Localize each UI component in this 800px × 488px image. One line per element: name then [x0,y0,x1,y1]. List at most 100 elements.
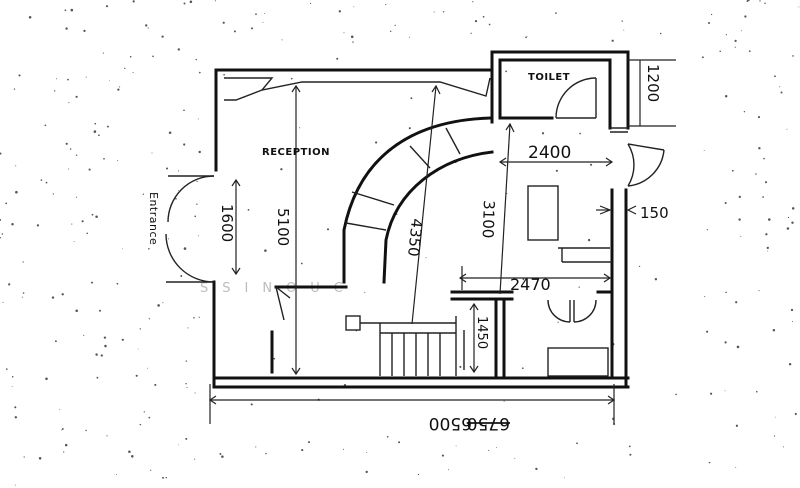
speck [300,262,303,265]
speck [748,50,751,52]
speck [472,1,474,3]
speck [75,95,78,98]
speck [629,453,632,456]
speck [128,450,131,453]
speck [773,435,776,437]
speck [791,207,795,210]
dim-3100: 3100 [479,200,498,239]
speck [790,308,794,312]
speck [223,73,225,76]
speck [68,102,70,104]
speck [117,160,119,162]
speck [442,11,445,13]
speck [186,386,188,388]
soffit-line [224,77,491,97]
speck [764,181,768,184]
speck [148,416,151,419]
speck [197,118,199,120]
speck [63,451,65,453]
speck [755,173,757,175]
speck [189,0,193,4]
speck [83,334,85,336]
speck [70,8,74,12]
speck [470,32,472,34]
speck [352,41,354,43]
speck [564,477,565,479]
speck [185,360,187,362]
speck [81,220,84,223]
speck [15,190,18,194]
speck [132,0,135,3]
speck [299,127,301,129]
speck [194,392,196,394]
speck [100,354,103,357]
counter-block [527,185,612,377]
speck [196,180,198,183]
speck [185,437,188,440]
speck [196,203,198,205]
speck [168,131,172,134]
speck [18,74,21,77]
speck [535,467,538,471]
speck [71,223,73,225]
mid-partitions [274,285,614,380]
speck [102,52,104,54]
speck [75,309,78,313]
speck [786,227,790,230]
speck [67,168,70,170]
speck [14,484,16,486]
speck [177,48,180,51]
speck [61,429,63,431]
speck [343,32,345,34]
speck [766,246,769,250]
speck [365,470,368,474]
speck [167,238,170,240]
speck [2,301,4,303]
speck [11,385,13,387]
speck [65,27,68,30]
speck [152,55,154,58]
dim-6750: 6750 [467,413,510,433]
speck [725,34,728,36]
speck [301,449,304,452]
label-toilet: TOILET [528,72,570,83]
speck [5,368,8,370]
speck [621,20,623,22]
speck [183,143,186,146]
speck [142,193,145,195]
speck [40,179,43,181]
speck [162,302,164,304]
dim-150: 150 [640,204,669,222]
speck [94,122,97,125]
speck [343,448,345,450]
speck [738,195,741,199]
speck [96,376,99,379]
speck [75,196,78,198]
speck [765,233,768,236]
speck [708,461,711,464]
speck [762,196,764,198]
speck [307,441,311,444]
speck [11,376,14,378]
speck [88,168,91,171]
speck [459,365,462,368]
speck [95,215,98,219]
speck [488,23,491,26]
right-exterior-door [627,143,665,187]
speck [791,320,793,323]
speck [447,469,449,471]
speck [147,27,149,29]
speck [116,282,119,285]
speck [129,55,132,58]
speck [522,278,525,281]
speck [280,168,283,171]
speck [756,390,758,393]
speck [281,39,283,41]
speck [735,424,739,427]
speck [103,157,105,160]
speck [725,291,727,294]
speck [38,457,42,460]
speck [83,29,86,33]
speck [255,446,257,448]
